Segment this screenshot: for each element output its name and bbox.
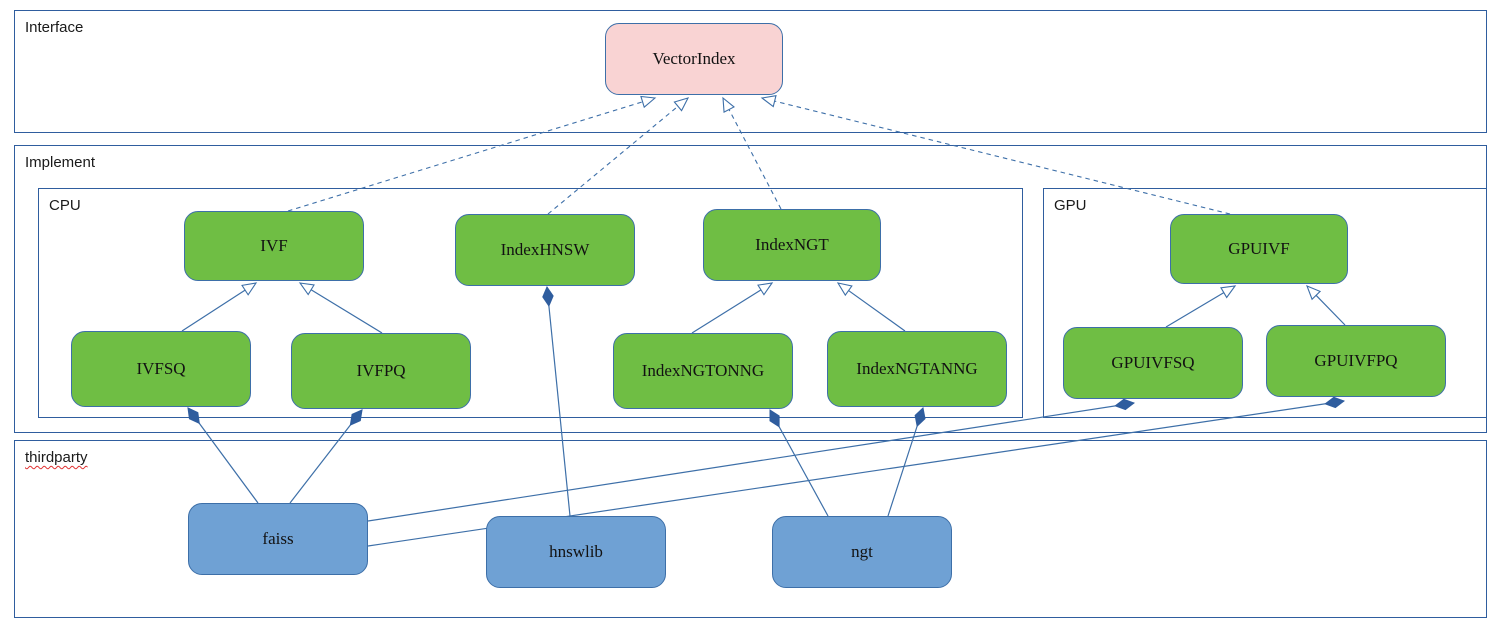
arrowhead-hollow-triangle-e-onng-ngt: [757, 282, 774, 296]
node-hnswlib[interactable]: hnswlib: [486, 516, 666, 588]
frame-gpu: [1043, 188, 1487, 418]
node-indexhnsw[interactable]: IndexHNSW: [455, 214, 635, 286]
edge-line-e-hnsw-vi: [547, 105, 679, 215]
arrowhead-filled-diamond-e-ngt-anng: [914, 407, 926, 428]
arrowhead-filled-diamond-e-faiss-gsq: [1114, 398, 1136, 411]
node-vectorindex[interactable]: VectorIndex: [605, 23, 783, 95]
arrowhead-hollow-triangle-e-ivf-vi: [640, 95, 657, 109]
node-label-faiss: faiss: [262, 528, 294, 548]
edge-line-e-ngt-onng: [769, 409, 829, 517]
node-label-hnswlib: hnswlib: [549, 541, 603, 561]
edge-line-e-ivfpq-ivf: [310, 289, 383, 334]
frame-interface: [14, 10, 1487, 133]
edge-line-e-gpq-gpuivf: [1315, 294, 1346, 326]
edge-line-e-onng-ngt: [691, 289, 762, 334]
frame-thirdparty: [14, 440, 1487, 618]
node-label-ivf: IVF: [260, 235, 288, 255]
node-label-gpuivfsq: GPUIVFSQ: [1111, 352, 1195, 372]
node-ngt[interactable]: ngt: [772, 516, 952, 588]
node-label-ivfpq: IVFPQ: [356, 360, 406, 380]
node-gpuivfpq[interactable]: GPUIVFPQ: [1266, 325, 1446, 397]
frame-label-cpu: CPU: [49, 197, 81, 214]
arrowhead-hollow-triangle-e-hnsw-vi: [673, 97, 690, 112]
node-label-indexngtanng: IndexNGTANNG: [856, 358, 978, 378]
edge-line-e-faiss-gsq: [367, 402, 1135, 522]
arrowhead-hollow-triangle-e-ivfsq-ivf: [241, 282, 258, 296]
node-gpuivf[interactable]: GPUIVF: [1170, 214, 1348, 284]
frame-label-implement: Implement: [25, 154, 96, 171]
frame-cpu: [38, 188, 1023, 418]
arrowhead-filled-diamond-e-faiss-gpq: [1324, 396, 1346, 409]
node-label-ivfsq: IVFSQ: [136, 358, 186, 378]
node-label-vectorindex: VectorIndex: [652, 48, 736, 68]
node-label-gpuivf: GPUIVF: [1228, 238, 1290, 258]
node-indexngt[interactable]: IndexNGT: [703, 209, 881, 281]
edge-line-e-anng-ngt: [848, 290, 906, 332]
frame-label-interface: Interface: [25, 19, 84, 36]
arrowhead-filled-diamond-e-hnswlib-hnsw: [542, 285, 554, 307]
arrowhead-hollow-triangle-e-ngt-vi: [722, 96, 735, 113]
node-ivfsq[interactable]: IVFSQ: [71, 331, 251, 407]
arrowhead-hollow-triangle-e-gpq-gpuivf: [1306, 285, 1322, 301]
node-indexngtonng[interactable]: IndexNGTONNG: [613, 333, 793, 409]
frame-label-thirdparty: thirdparty: [25, 449, 88, 466]
node-indexngtanng[interactable]: IndexNGTANNG: [827, 331, 1007, 407]
arrowhead-hollow-triangle-e-gpuivf-vi: [760, 95, 777, 108]
arrowhead-hollow-triangle-e-gsq-gpuivf: [1220, 285, 1237, 299]
edge-line-e-ivf-vi: [287, 101, 643, 212]
node-label-indexngt: IndexNGT: [755, 234, 829, 254]
node-label-ngt: ngt: [851, 541, 873, 561]
edge-line-e-ngt-vi: [728, 109, 782, 210]
edge-line-e-hnswlib-hnsw: [546, 286, 571, 517]
arrowhead-filled-diamond-e-faiss-ivfsq: [187, 407, 200, 425]
node-faiss[interactable]: faiss: [188, 503, 368, 575]
arrowhead-hollow-triangle-e-anng-ngt: [836, 282, 853, 297]
edge-line-e-gpuivf-vi: [774, 100, 1231, 215]
node-ivf[interactable]: IVF: [184, 211, 364, 281]
arrowhead-filled-diamond-e-faiss-ivfpq: [349, 409, 363, 426]
node-label-gpuivfpq: GPUIVFPQ: [1314, 350, 1398, 370]
edge-line-e-gsq-gpuivf: [1165, 292, 1225, 328]
node-label-indexhnsw: IndexHNSW: [500, 239, 590, 259]
node-ivfpq[interactable]: IVFPQ: [291, 333, 471, 409]
edge-line-e-ivfsq-ivf: [181, 289, 246, 332]
arrowhead-filled-diamond-e-ngt-onng: [769, 409, 780, 428]
arrowhead-hollow-triangle-e-ivfpq-ivf: [298, 282, 315, 296]
node-gpuivfsq[interactable]: GPUIVFSQ: [1063, 327, 1243, 399]
node-label-indexngtonng: IndexNGTONNG: [641, 360, 765, 380]
frame-label-gpu: GPU: [1054, 197, 1087, 214]
